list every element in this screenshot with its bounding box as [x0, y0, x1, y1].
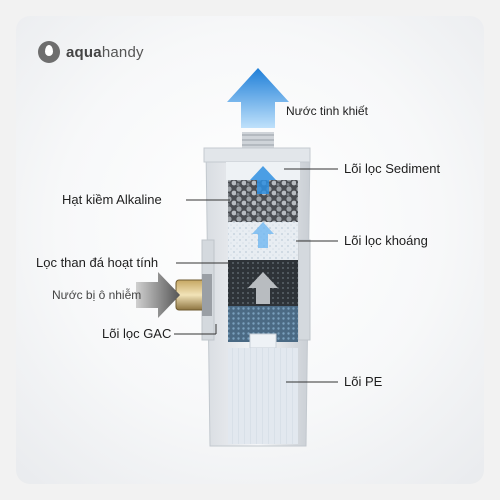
water-drop-icon — [38, 41, 60, 63]
flow-arrow-gray-icon — [248, 272, 278, 304]
pe-layer — [228, 333, 298, 444]
label-alkaline: Hạt kiềm Alkaline — [62, 192, 162, 207]
leader-lines — [174, 168, 338, 383]
label-input: Nước bị ô nhiễm — [52, 288, 142, 302]
filter-diagram — [136, 68, 338, 447]
inlet-nozzle — [175, 274, 212, 316]
input-arrow-icon — [136, 272, 180, 318]
label-mineral: Lõi lọc khoáng — [344, 233, 428, 248]
infographic-card: aquahandy — [16, 16, 484, 484]
brand-name: aquahandy — [66, 43, 144, 61]
label-carbon: Lọc than đá hoạt tính — [36, 255, 159, 270]
label-pe: Lõi PE — [344, 374, 383, 389]
brand-logo: aquahandy — [38, 40, 144, 64]
flow-arrow-blue-icon — [250, 166, 276, 248]
label-gac: Lõi lọc GAC — [102, 326, 172, 341]
output-arrow-icon — [227, 68, 289, 128]
label-sediment: Lõi lọc Sediment — [344, 161, 441, 176]
label-output: Nước tinh khiết — [286, 104, 368, 118]
